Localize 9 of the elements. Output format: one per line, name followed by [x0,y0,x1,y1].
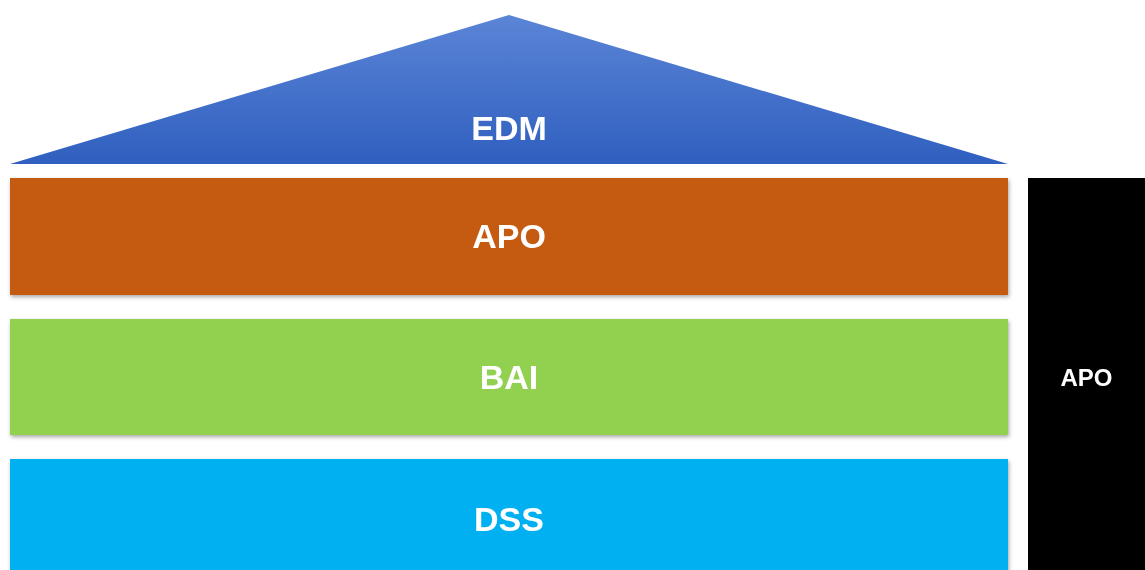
layer-label: EDM [471,109,547,148]
layer-label: APO [472,217,546,256]
layer-band [10,459,1008,570]
layer-band [10,178,1008,295]
layer-band [1028,178,1145,570]
layer-label: DSS [474,499,544,539]
layer-band [10,319,1008,435]
layer-label: APO [1060,364,1113,392]
layer-label: BAI [479,357,539,397]
